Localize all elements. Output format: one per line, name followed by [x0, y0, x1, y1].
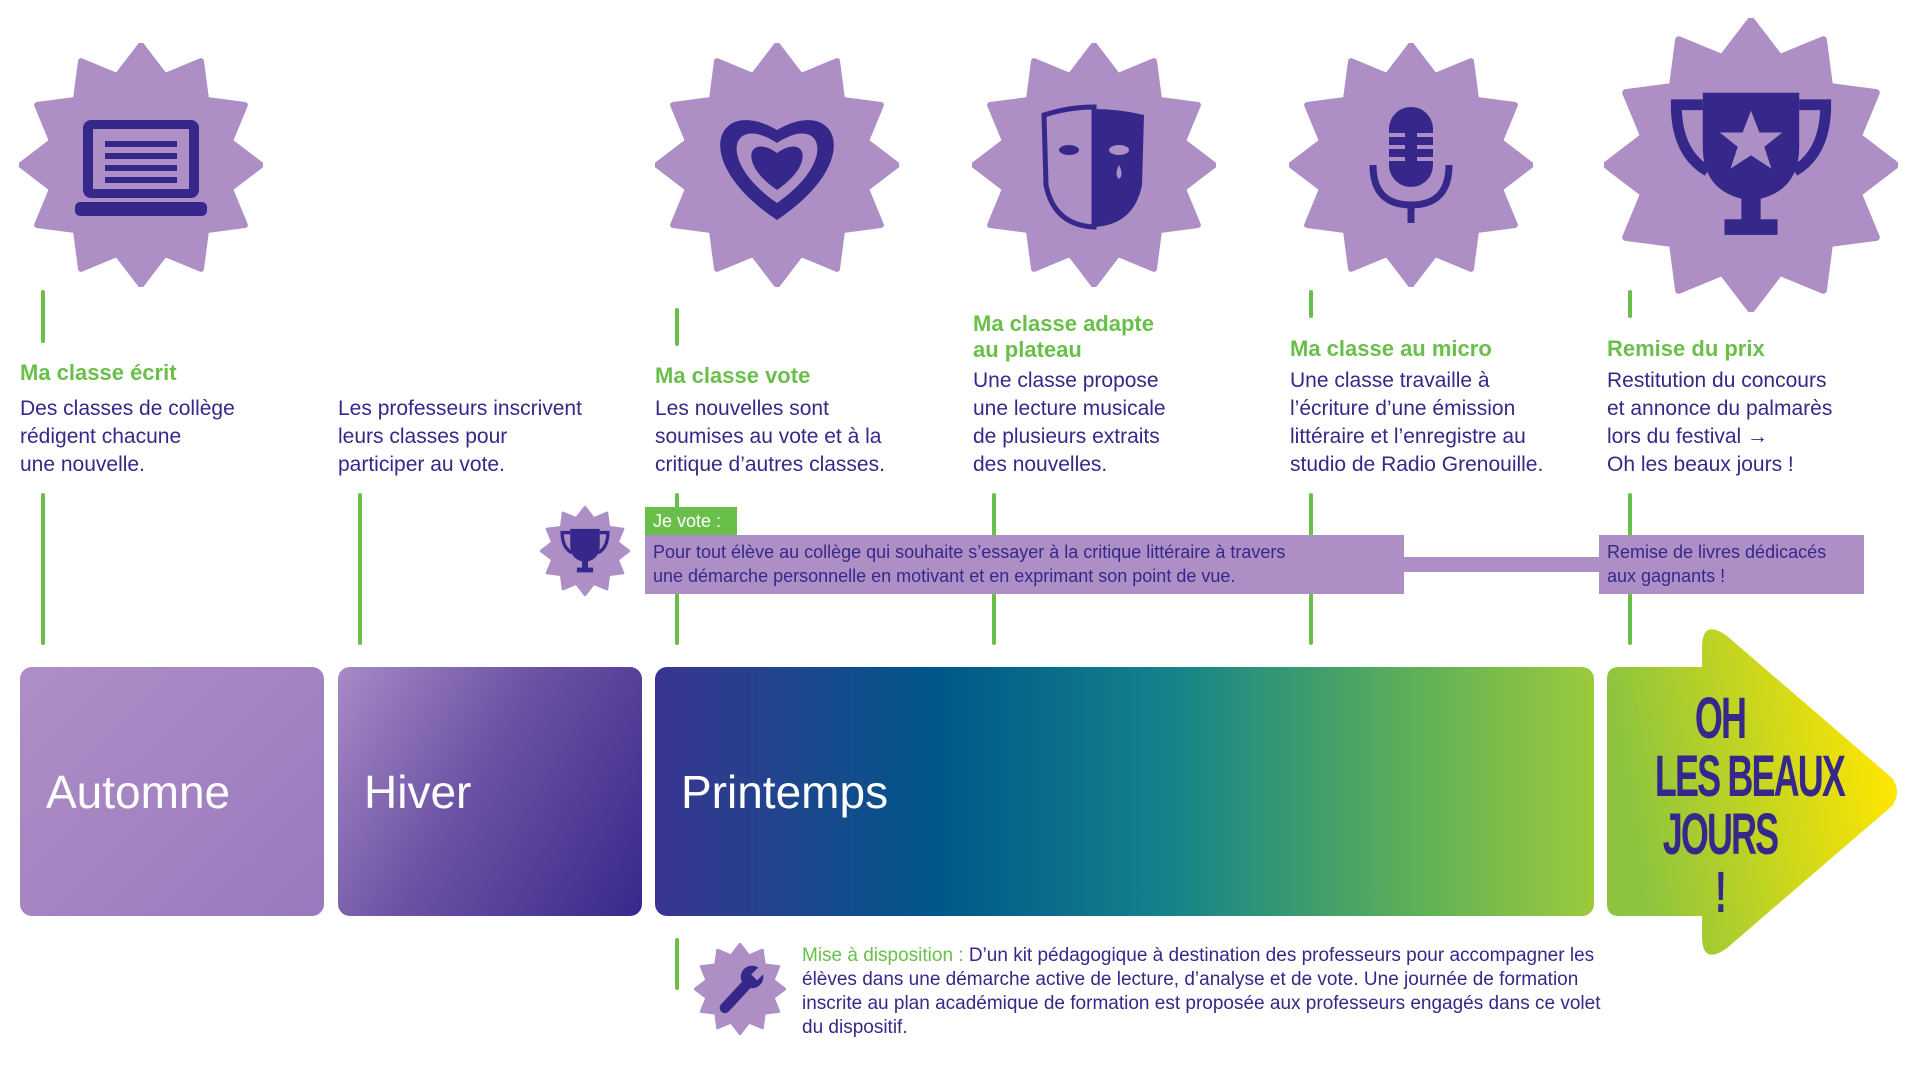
kit-label: Mise à disposition : — [802, 945, 964, 966]
festival-arrow — [1607, 629, 1897, 955]
logo-line: OH — [1694, 686, 1747, 751]
connector-line — [41, 290, 45, 343]
logo-line: JOURS ! — [1662, 802, 1779, 925]
season-label: Hiver — [364, 765, 472, 818]
connector-line — [1309, 290, 1313, 318]
small-trophy-badge — [540, 506, 630, 596]
wrench-icon — [719, 963, 768, 1014]
laptop-icon — [75, 120, 207, 216]
season-label: Automne — [46, 765, 231, 818]
connector-line — [358, 493, 362, 645]
step-text: Les professeurs inscrivent leurs classes… — [338, 397, 582, 476]
vote-label: Je vote : — [645, 507, 737, 535]
microphone-badge — [1289, 43, 1533, 287]
step-text: Des classes de collège rédigent chacune … — [20, 397, 235, 476]
connector-line — [1628, 290, 1632, 318]
season-autumn: Automne — [20, 667, 324, 916]
trophy-badge — [1604, 18, 1898, 312]
trophy-icon — [560, 528, 610, 573]
vote-description: Pour tout élève au collège qui souhaite … — [645, 535, 1404, 594]
laptop-badge — [19, 43, 263, 287]
season-label: Printemps — [681, 765, 889, 818]
kit-text: D’un kit pédagogique à destination des p… — [802, 945, 1601, 1038]
wrench-badge — [694, 943, 786, 1035]
trophy-icon — [1670, 92, 1832, 235]
connector-line — [41, 493, 45, 645]
step-text: Une classe travaille à l’écriture d’une … — [1290, 369, 1544, 476]
festival-logo: OH LES BEAUX JOURS ! — [1654, 686, 1846, 925]
microphone-icon — [1369, 107, 1453, 223]
theater-mask-icon — [1041, 104, 1144, 230]
mask-badge — [972, 43, 1216, 287]
season-winter: Hiver — [338, 667, 642, 916]
prize-description: Remise de livres dédicacés aux gagnants … — [1599, 535, 1864, 594]
step-title: Ma classe au micro — [1290, 336, 1492, 361]
step-text: Une classe propose une lecture musicale … — [973, 369, 1166, 476]
connector-line — [675, 308, 679, 346]
step-title: Ma classe vote — [655, 363, 811, 388]
heart-icon — [720, 120, 834, 220]
step-title: Remise du prix — [1607, 336, 1765, 361]
step-text: Restitution du concours et annonce du pa… — [1607, 369, 1833, 476]
connector-line — [675, 938, 679, 990]
step-text: Les nouvelles sont soumises au vote et à… — [655, 397, 885, 476]
kit-description: Mise à disposition : D’un kit pédagogiqu… — [802, 944, 1602, 1040]
heart-badge — [655, 43, 899, 287]
vote-connector — [1404, 557, 1599, 572]
logo-line: LES BEAUX — [1654, 744, 1846, 809]
season-spring: Printemps — [655, 667, 1594, 916]
step-title: Ma classe adapte au plateau — [973, 311, 1154, 362]
step-title: Ma classe écrit — [20, 360, 177, 385]
